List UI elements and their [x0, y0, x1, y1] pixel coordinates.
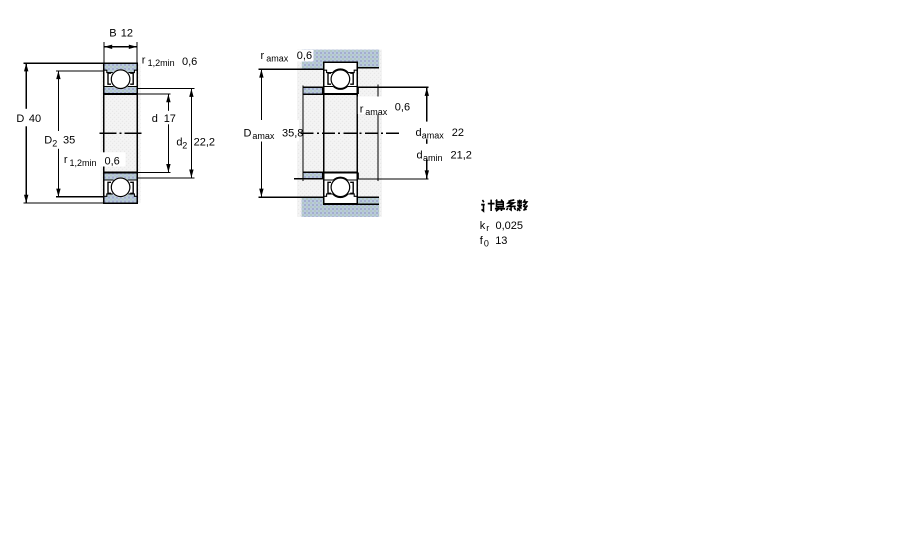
svg-text:d: d [417, 149, 423, 161]
svg-text:amax: amax [252, 131, 275, 141]
svg-text:2: 2 [182, 141, 187, 151]
svg-text:0,6: 0,6 [182, 56, 197, 68]
svg-text:d: d [176, 137, 182, 149]
svg-text:35: 35 [63, 135, 75, 147]
svg-text:17: 17 [164, 113, 176, 125]
svg-text:f: f [480, 235, 484, 247]
svg-text:r: r [64, 154, 68, 166]
svg-text:D: D [244, 128, 252, 140]
svg-text:r: r [142, 54, 146, 66]
svg-text:0: 0 [484, 238, 489, 248]
svg-text:22,2: 22,2 [194, 137, 215, 149]
svg-text:r: r [360, 103, 364, 115]
svg-text:13: 13 [495, 235, 507, 247]
svg-text:22: 22 [452, 127, 464, 139]
svg-text:B: B [109, 27, 116, 39]
svg-text:amax: amax [266, 53, 289, 63]
svg-text:r: r [486, 223, 489, 233]
svg-text:0,6: 0,6 [105, 156, 120, 168]
svg-text:1,2min: 1,2min [148, 58, 175, 68]
svg-text:amin: amin [423, 153, 443, 163]
svg-text:amax: amax [365, 107, 388, 117]
svg-text:d: d [416, 127, 422, 139]
svg-text:0,6: 0,6 [297, 50, 312, 62]
svg-text:0,6: 0,6 [395, 102, 410, 114]
svg-text:12: 12 [121, 27, 133, 39]
svg-text:d: d [152, 113, 158, 125]
svg-text:k: k [480, 220, 486, 232]
svg-text:1,2min: 1,2min [70, 158, 97, 168]
svg-text:2: 2 [52, 139, 57, 149]
svg-text:r: r [261, 50, 265, 62]
svg-text:0,025: 0,025 [496, 220, 524, 232]
svg-text:35,8: 35,8 [282, 128, 303, 140]
svg-text:40: 40 [29, 113, 41, 125]
svg-text:amax: amax [422, 131, 445, 141]
svg-text:D: D [16, 113, 24, 125]
svg-text:D: D [44, 135, 52, 147]
svg-text:21,2: 21,2 [451, 149, 472, 161]
